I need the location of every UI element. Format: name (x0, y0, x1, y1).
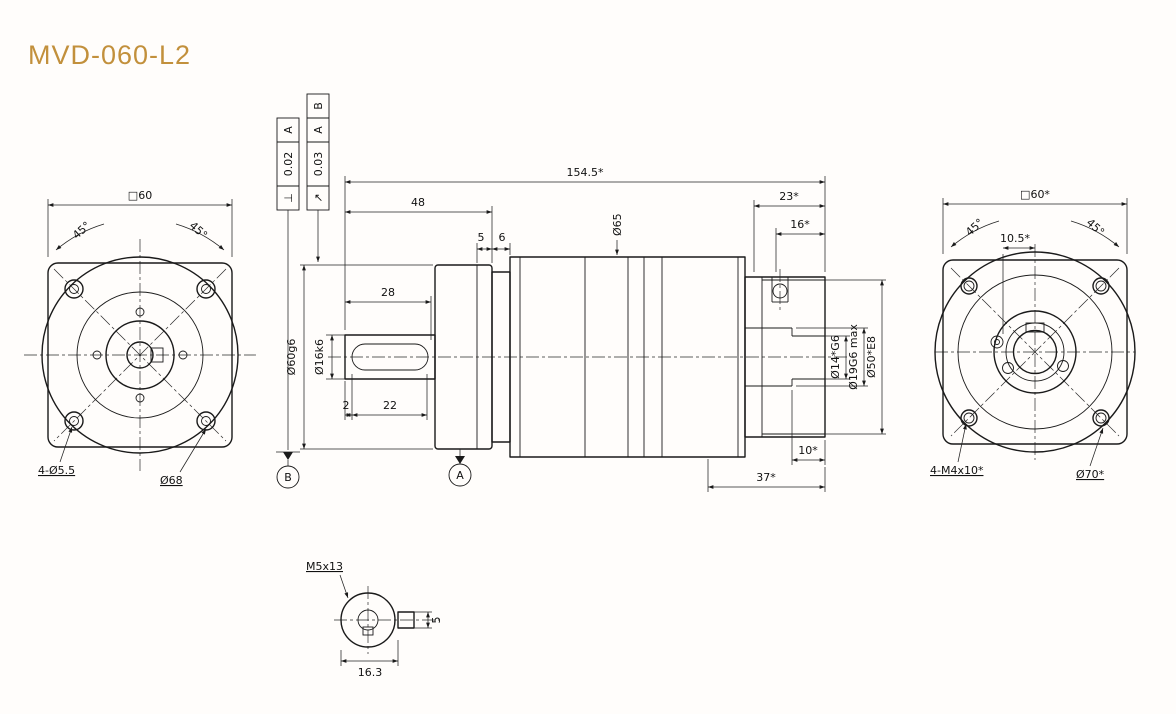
width-dim: 16.3 (358, 666, 383, 679)
pilot-dia-dim: Ø60g6 (285, 339, 298, 376)
runout-symbol-icon: ↗ (312, 193, 325, 202)
dim-10: 10* (798, 444, 818, 457)
bore-14-dim: Ø14*G6 (829, 335, 842, 379)
key-length-dim: 28 (381, 286, 395, 299)
dim-22: 22 (383, 399, 397, 412)
flange-offset-dim: 48 (411, 196, 425, 209)
rear-outer-dia-callout: Ø70* (1076, 468, 1105, 481)
rear-view-dimensions: □60* 45° 45° 10.5* 4-M4x10* Ø70* (930, 188, 1128, 481)
dim-23: 23* (779, 190, 799, 203)
runout-frame: B A 0.03 ↗ (306, 93, 330, 262)
rear-square-dim: □60* (1020, 188, 1050, 201)
detail-dimensions: M5x13 5 16.3 (306, 560, 443, 679)
runout-datum1: A (312, 126, 325, 134)
datum-a-label: A (456, 469, 464, 482)
dim-16: 16* (790, 218, 810, 231)
shaft-dia-dim: Ø16k6 (313, 339, 326, 375)
front-view-dimensions: □60 45° 45° 4-Ø5.5 Ø68 (38, 189, 233, 487)
drawing-title: MVD-060-L2 (28, 40, 191, 70)
dim-2: 2 (343, 399, 350, 412)
side-view-outline (344, 256, 826, 458)
perp-value: 0.02 (282, 152, 295, 177)
front-square-dim: □60 (128, 189, 152, 202)
front-angle-right-dim: 45° (187, 219, 210, 242)
dim-6: 6 (499, 231, 506, 244)
front-holes-callout: 4-Ø5.5 (38, 464, 75, 477)
dim-5: 5 (478, 231, 485, 244)
thread-callout: M5x13 (306, 560, 343, 573)
overall-length-dim: 154.5* (567, 166, 604, 179)
perpendicularity-frame: A 0.02 ⊥ (276, 117, 300, 453)
side-view: A 0.02 ⊥ B A 0.03 ↗ 154.5* 48 (276, 93, 886, 492)
perp-datum: A (282, 126, 295, 134)
side-view-screw-hole (771, 269, 789, 311)
datum-b-label: B (284, 471, 292, 484)
front-view: □60 45° 45° 4-Ø5.5 Ø68 (24, 189, 256, 487)
runout-datum2: B (312, 102, 325, 110)
front-angle-left-dim: 45° (70, 219, 93, 242)
rear-key-offset-dim: 10.5* (1000, 232, 1030, 245)
front-view-centerlines (24, 239, 256, 471)
dim-37: 37* (756, 471, 776, 484)
shaft-end-detail-view: M5x13 5 16.3 (306, 560, 443, 679)
detail-outline (340, 592, 415, 648)
side-view-bores (745, 279, 825, 435)
datum-b-flag: B (276, 452, 300, 489)
rear-holes-callout: 4-M4x10* (930, 464, 984, 477)
perpendicularity-symbol-icon: ⊥ (282, 193, 295, 203)
rear-view-centerlines (935, 244, 1135, 460)
detail-centerlines (334, 586, 440, 654)
front-view-flange-outline (41, 256, 239, 454)
front-outer-dia-callout: Ø68 (160, 474, 183, 487)
side-view-dimensions: 154.5* 48 5 6 Ø65 23* 16* 28 Ø16k (285, 166, 886, 492)
bore-50-dim: Ø50*E8 (865, 336, 878, 378)
key-width-dim: 5 (430, 617, 443, 624)
bore-19-dim: Ø19G6 max (847, 324, 860, 390)
front-view-corner-holes (64, 279, 216, 431)
rear-view-corner-holes (960, 277, 1110, 427)
runout-value: 0.03 (312, 152, 325, 177)
rear-view-flange-outline (934, 251, 1136, 453)
datum-a-flag: A (448, 449, 472, 487)
rear-view: □60* 45° 45° 10.5* 4-M4x10* Ø70* (930, 188, 1136, 481)
body-dia-dim: Ø65 (611, 213, 624, 236)
